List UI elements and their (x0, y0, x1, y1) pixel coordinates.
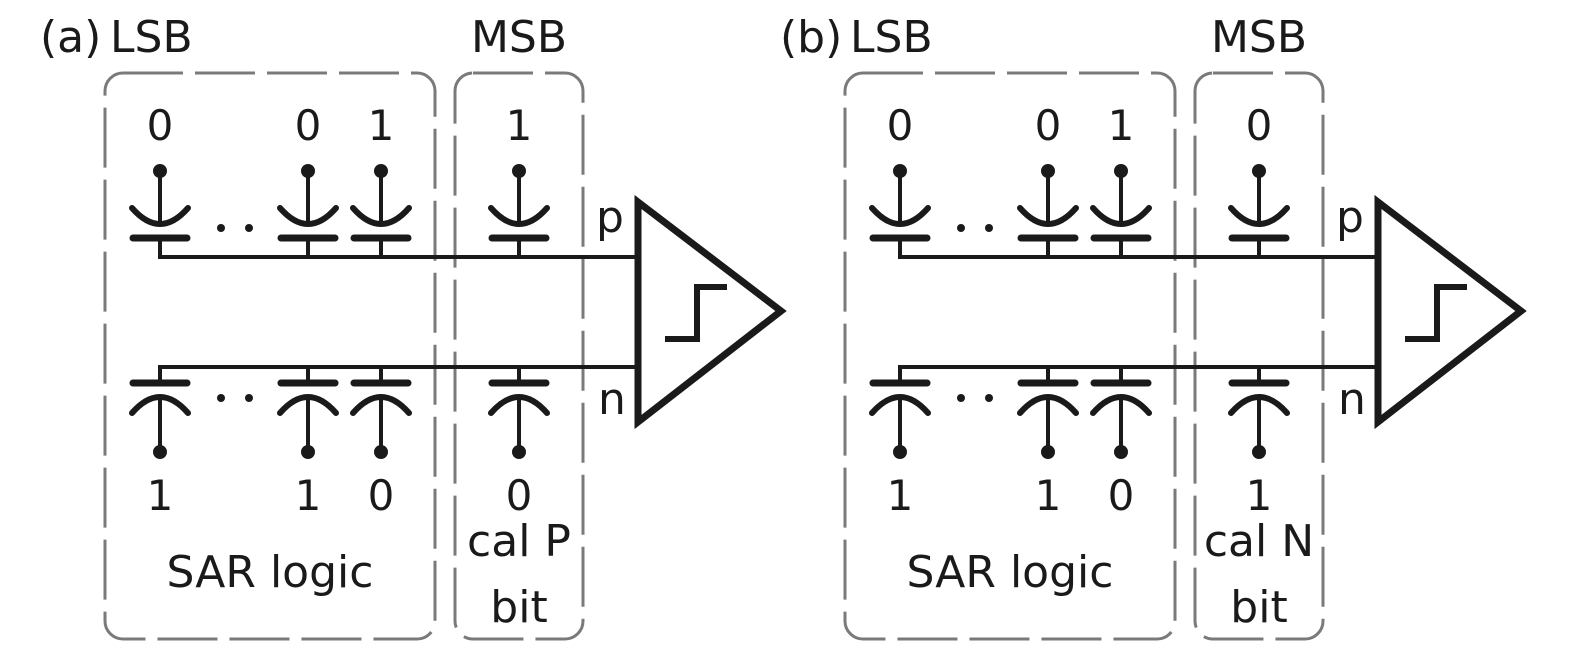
n-bit-value: 0 (506, 471, 533, 520)
p-cap-terminal-dot (153, 164, 167, 178)
n-cap-curved-plate (277, 394, 339, 416)
n-bit-value: 0 (368, 471, 395, 520)
comparator-step-symbol-icon (665, 284, 727, 342)
comparator-icon (634, 194, 787, 430)
p-cap-curved-plate (350, 205, 412, 227)
ellipsis-dot (217, 224, 225, 232)
p-cap-terminal-dot (1041, 164, 1055, 178)
n-cap-curved-plate (1017, 394, 1079, 416)
n-cap-terminal-dot (301, 445, 315, 459)
n-cap-terminal-dot (1114, 445, 1128, 459)
node-p-label: p (596, 192, 624, 243)
n-cap-curved-plate (869, 394, 931, 416)
cal-bit-group-box (453, 71, 585, 641)
p-cap-curved-plate (869, 205, 931, 227)
node-p-label: p (1336, 192, 1364, 243)
n-bit-value: 1 (887, 471, 914, 520)
sar-logic-caption: SAR logic (167, 547, 374, 598)
cal-bit-caption-line1: cal P (467, 516, 571, 567)
n-bit-value: 1 (295, 471, 322, 520)
n-cap-terminal-dot (1252, 445, 1266, 459)
p-bit-value: 1 (506, 101, 533, 150)
p-cap-curved-plate (488, 205, 550, 227)
p-cap-curved-plate (1017, 205, 1079, 227)
sar-logic-group-box (103, 71, 437, 641)
ellipsis-dot (245, 224, 253, 232)
sar-logic-caption: SAR logic (907, 547, 1114, 598)
p-bit-value: 0 (1246, 101, 1273, 150)
p-cap-curved-plate (129, 205, 191, 227)
p-node-wire (898, 239, 1377, 259)
ellipsis-dot (985, 224, 993, 232)
n-cap-terminal-dot (512, 445, 526, 459)
p-cap-terminal-dot (512, 164, 526, 178)
n-cap-curved-plate (350, 394, 412, 416)
comparator-step-symbol-icon (1405, 284, 1467, 342)
n-bit-value: 0 (1108, 471, 1135, 520)
p-cap-curved-plate (1090, 205, 1152, 227)
p-cap-terminal-dot (1114, 164, 1128, 178)
p-cap-curved-plate (277, 205, 339, 227)
p-bit-value: 1 (1108, 101, 1135, 150)
p-bit-value: 0 (1035, 101, 1062, 150)
n-bit-value: 1 (1035, 471, 1062, 520)
n-bit-value: 1 (1246, 471, 1273, 520)
p-cap-terminal-dot (893, 164, 907, 178)
n-cap-terminal-dot (893, 445, 907, 459)
lsb-label: LSB (850, 12, 933, 63)
n-cap-terminal-dot (153, 445, 167, 459)
ellipsis-dot (957, 224, 965, 232)
sar-logic-group-box (843, 71, 1177, 641)
p-bit-value: 0 (147, 101, 174, 150)
p-cap-terminal-dot (301, 164, 315, 178)
cal-bit-caption-line1: cal N (1204, 516, 1314, 567)
p-bit-value: 0 (295, 101, 322, 150)
n-cap-curved-plate (488, 394, 550, 416)
p-cap-curved-plate (1228, 205, 1290, 227)
ellipsis-dot (245, 394, 253, 402)
msb-label: MSB (471, 12, 567, 63)
p-node-wire (158, 239, 637, 259)
cal-bit-caption-line2: bit (1230, 582, 1287, 633)
p-bit-value: 1 (368, 101, 395, 150)
p-cap-terminal-dot (1252, 164, 1266, 178)
p-bit-value: 0 (887, 101, 914, 150)
comparator-icon (1374, 194, 1527, 430)
n-cap-terminal-dot (1041, 445, 1055, 459)
ellipsis-dot (985, 394, 993, 402)
n-cap-curved-plate (1090, 394, 1152, 416)
ellipsis-dot (957, 394, 965, 402)
n-bit-value: 1 (147, 471, 174, 520)
node-n-label: n (598, 374, 626, 425)
p-cap-terminal-dot (374, 164, 388, 178)
panel-label: (b) (780, 12, 842, 63)
n-cap-curved-plate (1228, 394, 1290, 416)
n-cap-curved-plate (129, 394, 191, 416)
lsb-label: LSB (110, 12, 193, 63)
node-n-label: n (1338, 374, 1366, 425)
msb-label: MSB (1211, 12, 1307, 63)
cal-bit-group-box (1193, 71, 1325, 641)
cal-bit-caption-line2: bit (490, 582, 547, 633)
panel-label: (a) (40, 12, 101, 63)
n-cap-terminal-dot (374, 445, 388, 459)
ellipsis-dot (217, 394, 225, 402)
